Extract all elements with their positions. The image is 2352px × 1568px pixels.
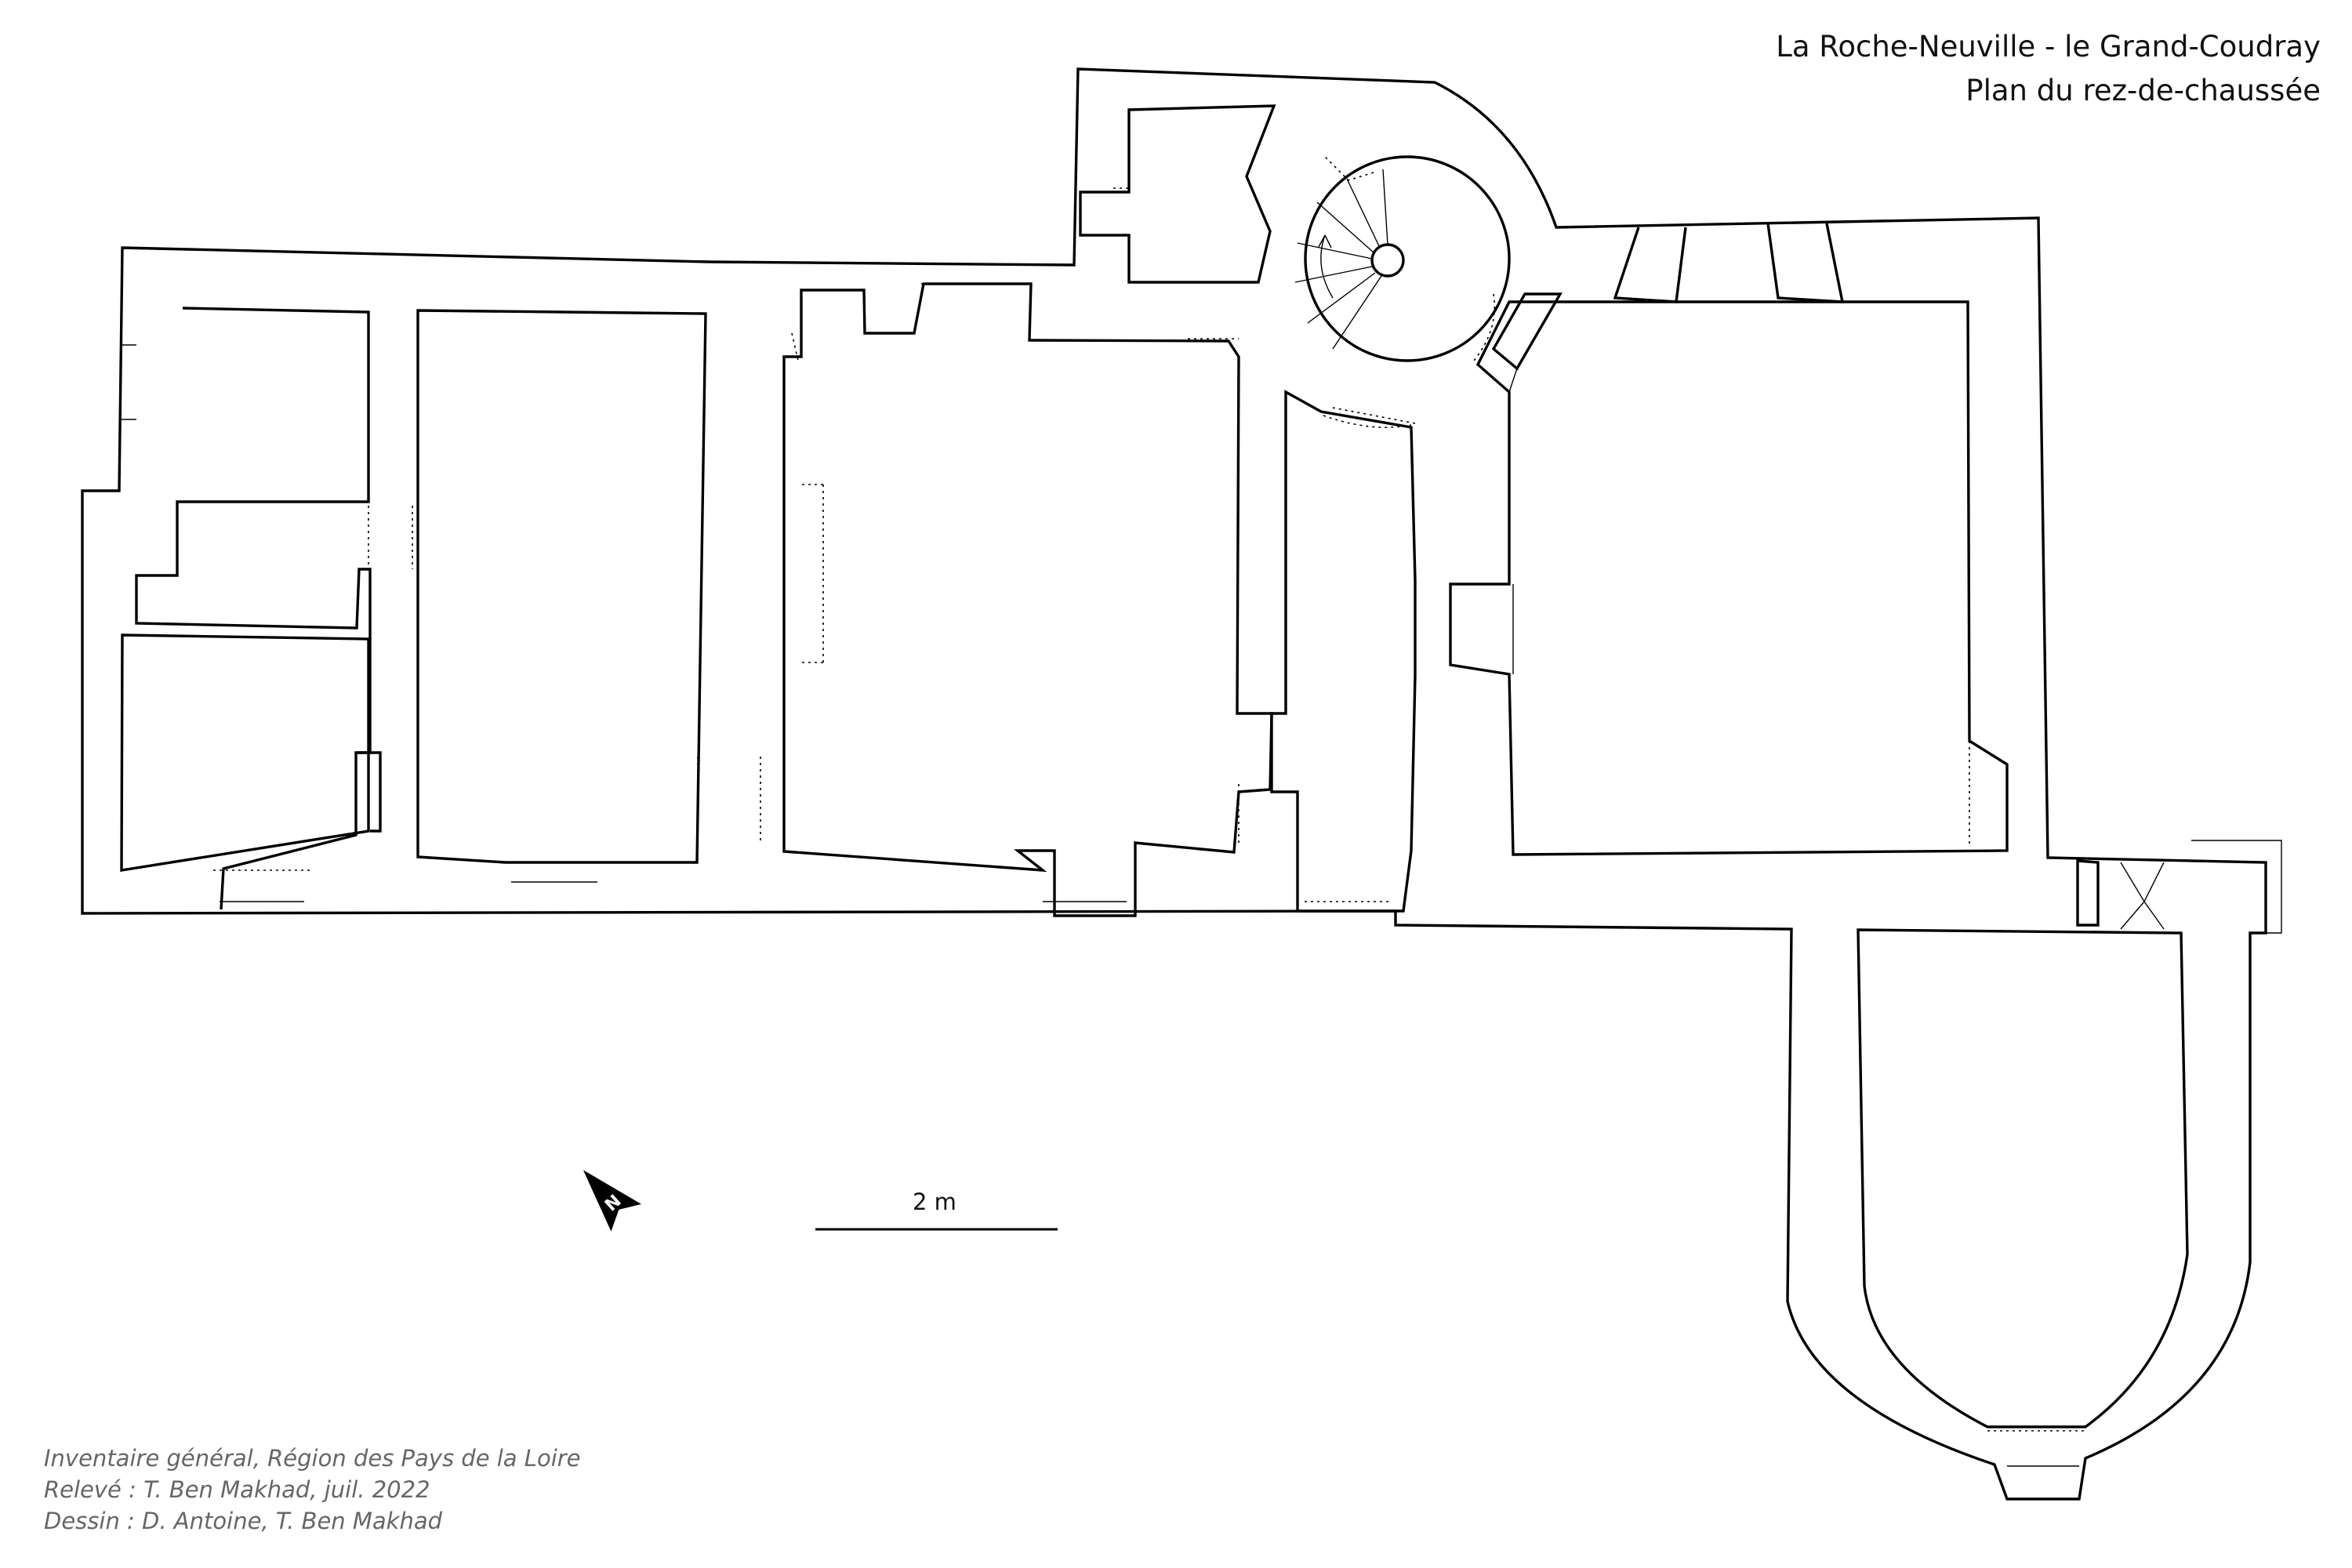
plan-title-line2: Plan du rez-de-chaussée	[1965, 74, 2321, 107]
spiral-stair-newel	[1370, 243, 1405, 278]
north-arrow: N	[583, 1170, 642, 1232]
inner-partition-west	[357, 751, 382, 833]
room-west-hall	[416, 309, 707, 864]
embrasure-n3	[1491, 292, 1563, 371]
annex-turret	[2076, 859, 2100, 927]
room-apse	[1857, 928, 2189, 1428]
plan-title-line1: La Roche-Neuville - le Grand-Coudray	[1776, 30, 2321, 64]
opening-lines	[122, 283, 2079, 1467]
room-north-tower	[1079, 104, 1276, 284]
embrasure-n2	[1766, 223, 1845, 303]
room-west-south	[120, 633, 370, 872]
credits-block: Inventaire général, Région des Pays de l…	[44, 1443, 581, 1537]
outer-wall	[81, 67, 2267, 1501]
credits-line2: Relevé : T. Ben Makhad, juil. 2022	[44, 1476, 430, 1503]
plan-title: La Roche-Neuville - le Grand-Coudray Pla…	[1776, 25, 2321, 113]
embrasure-n3-sill	[1508, 368, 1518, 393]
spiral-stair-steps	[1294, 169, 1388, 350]
spiral-stair-arrow	[1318, 234, 1334, 299]
stair-corridor	[1270, 390, 1417, 913]
tower-window	[1080, 191, 1129, 236]
credits-line1: Inventaire général, Région des Pays de l…	[44, 1445, 581, 1472]
room-central	[782, 282, 1273, 917]
credits-line3: Dessin : D. Antoine, T. Ben Makhad	[44, 1508, 443, 1534]
embrasure-n1	[1613, 227, 1687, 303]
annex-box	[2191, 840, 2282, 934]
spiral-stair-drum	[1304, 155, 1511, 362]
scale-bar-label: 2 m	[913, 1189, 956, 1215]
north-arrow-icon	[583, 1170, 642, 1232]
dotted-thresholds	[213, 156, 2085, 1432]
room-east	[1449, 300, 2009, 856]
annex-opening	[2120, 862, 2165, 930]
room-west-north	[135, 307, 372, 910]
